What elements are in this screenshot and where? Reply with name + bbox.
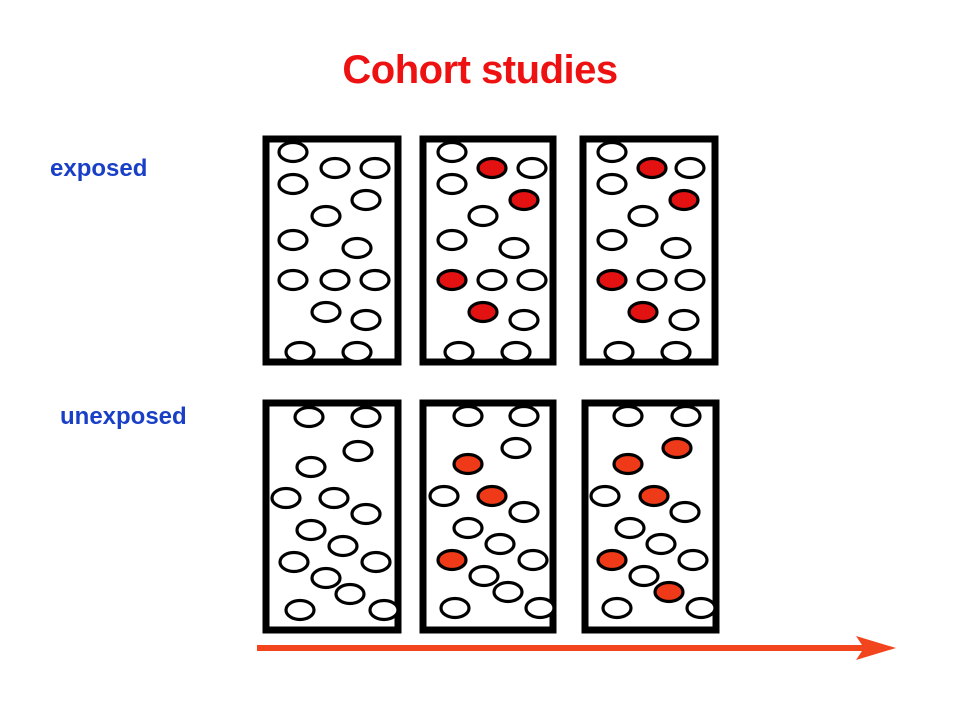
participant-circle (277, 228, 309, 252)
participant-circle (270, 486, 302, 510)
participant-circle (359, 268, 391, 292)
participant-circle (627, 204, 659, 228)
participant-circle (436, 228, 468, 252)
participant-circle (310, 566, 342, 590)
participant-circle (436, 172, 468, 196)
case-circle (596, 548, 628, 572)
participant-circle (360, 550, 392, 574)
participant-circle (508, 404, 540, 428)
participant-circle (350, 188, 382, 212)
case-circle (653, 580, 685, 604)
case-circle (612, 452, 644, 476)
participant-circle (295, 455, 327, 479)
participant-circle (492, 580, 524, 604)
case-circle (661, 436, 693, 460)
case-circle (596, 268, 628, 292)
case-circle (436, 268, 468, 292)
participant-circle (670, 404, 702, 428)
participant-circle (603, 340, 635, 364)
case-circle (467, 300, 499, 324)
case-circle (476, 156, 508, 180)
participant-circle (668, 308, 700, 332)
participant-circle (277, 140, 309, 164)
participant-circle (350, 308, 382, 332)
participant-circle (669, 500, 701, 524)
participant-circle (596, 228, 628, 252)
participant-circle (660, 236, 692, 260)
participant-circle (350, 502, 382, 526)
participant-circle (310, 300, 342, 324)
participant-circle (278, 550, 310, 574)
participant-circle (596, 140, 628, 164)
participant-circle (612, 404, 644, 428)
participant-circle (660, 340, 692, 364)
participant-circle (334, 582, 366, 606)
participant-circle (318, 486, 350, 510)
time-arrow (257, 636, 896, 660)
participant-circle (319, 156, 351, 180)
participant-circle (589, 484, 621, 508)
participant-circle (628, 564, 660, 588)
participant-circle (436, 140, 468, 164)
arrow-right-icon (856, 636, 896, 660)
case-circle (638, 484, 670, 508)
participant-circle (674, 156, 706, 180)
case-circle (436, 548, 468, 572)
case-circle (476, 484, 508, 508)
participant-circle (484, 532, 516, 556)
participant-circle (517, 548, 549, 572)
participant-circle (341, 236, 373, 260)
participant-circle (500, 340, 532, 364)
participant-circle (636, 268, 668, 292)
case-circle (636, 156, 668, 180)
participant-circle (508, 500, 540, 524)
participant-circle (677, 548, 709, 572)
participant-circle (645, 532, 677, 556)
participant-circle (601, 596, 633, 620)
unexposed-label: unexposed (60, 403, 187, 430)
participant-circle (439, 596, 471, 620)
participant-circle (341, 340, 373, 364)
participant-circle (310, 204, 342, 228)
case-circle (668, 188, 700, 212)
participant-circle (327, 534, 359, 558)
participant-circle (284, 340, 316, 364)
participant-circle (498, 236, 530, 260)
case-circle (508, 188, 540, 212)
participant-circle (342, 439, 374, 463)
participant-circle (284, 598, 316, 622)
participant-circle (368, 598, 400, 622)
participant-circle (596, 172, 628, 196)
case-circle (627, 300, 659, 324)
participant-circle (508, 308, 540, 332)
participant-circle (500, 436, 532, 460)
participant-circle (516, 156, 548, 180)
participant-circle (524, 596, 556, 620)
participant-circle (614, 516, 646, 540)
participant-circle (359, 156, 391, 180)
participant-circle (476, 268, 508, 292)
participant-circle (350, 405, 382, 429)
page-title: Cohort studies (342, 48, 618, 92)
participant-circle (516, 268, 548, 292)
case-circle (452, 452, 484, 476)
participant-circle (443, 340, 475, 364)
participant-circle (428, 484, 460, 508)
participant-circle (468, 564, 500, 588)
participant-circle (674, 268, 706, 292)
participant-circle (277, 172, 309, 196)
participant-circle (467, 204, 499, 228)
participant-circle (295, 518, 327, 542)
participant-circle (685, 596, 717, 620)
exposed-label: exposed (50, 155, 148, 182)
participant-circles (270, 140, 717, 622)
participant-circle (319, 268, 351, 292)
participant-circle (277, 268, 309, 292)
participant-circle (452, 404, 484, 428)
participant-circle (452, 516, 484, 540)
participant-circle (293, 405, 325, 429)
